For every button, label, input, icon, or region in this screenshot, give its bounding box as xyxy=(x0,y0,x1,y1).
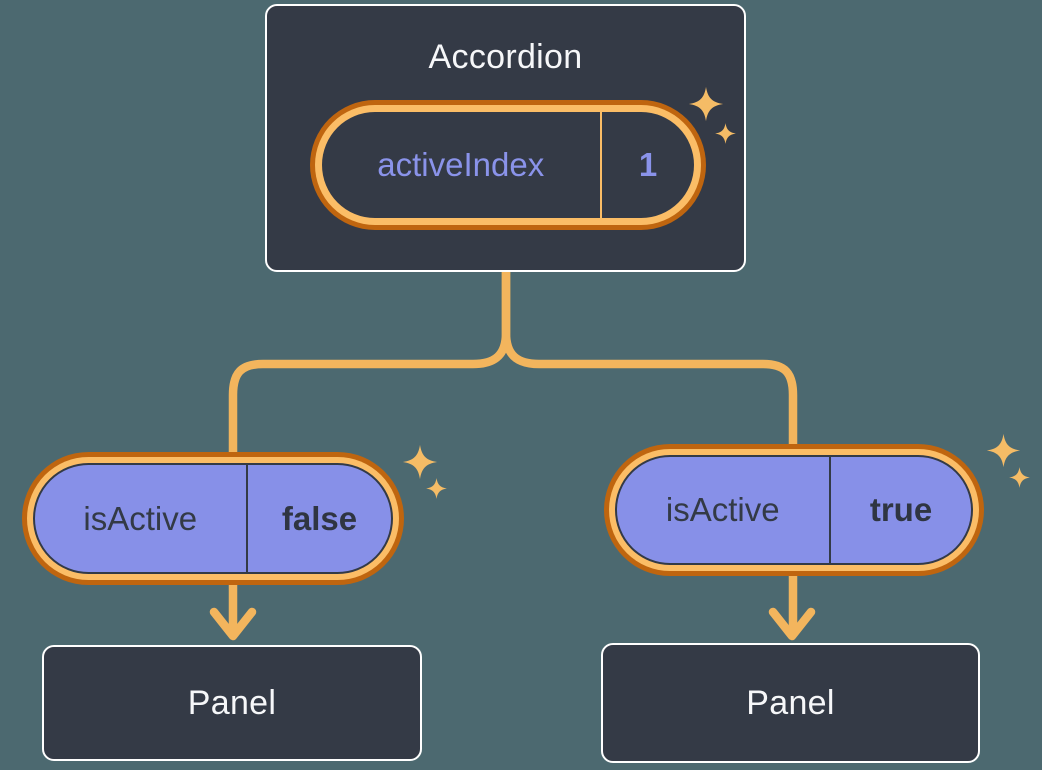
connector-right-branch xyxy=(501,266,798,638)
arrowhead-left-icon xyxy=(209,607,257,641)
panel-component-card-right: Panel xyxy=(601,643,980,763)
pill-divider xyxy=(828,457,831,563)
prop-name-label: isActive xyxy=(83,499,198,537)
sparkle-icon xyxy=(715,123,736,144)
prop-value-label: true xyxy=(869,491,933,528)
state-pill-activeindex: activeIndex 1 xyxy=(310,100,706,230)
accordion-title: Accordion xyxy=(428,38,583,76)
state-value-label: 1 xyxy=(638,146,658,183)
sparkle-icon xyxy=(402,444,438,480)
sparkle-icon xyxy=(688,86,724,122)
panel-title: Panel xyxy=(187,683,277,722)
pill-divider xyxy=(599,112,602,218)
prop-pill-isactive-false: isActive false xyxy=(22,452,404,585)
prop-value-label: false xyxy=(281,499,358,537)
panel-title: Panel xyxy=(746,683,835,722)
prop-name-label: isActive xyxy=(665,491,780,528)
pill-divider xyxy=(245,465,248,572)
sparkle-icon xyxy=(986,433,1021,468)
panel-component-card-left: Panel xyxy=(42,645,422,761)
arrowhead-right-icon xyxy=(768,607,816,641)
sparkle-icon xyxy=(426,478,447,499)
state-name-label: activeIndex xyxy=(377,146,545,183)
sparkle-icon xyxy=(1009,467,1030,488)
prop-pill-isactive-true: isActive true xyxy=(604,444,984,576)
